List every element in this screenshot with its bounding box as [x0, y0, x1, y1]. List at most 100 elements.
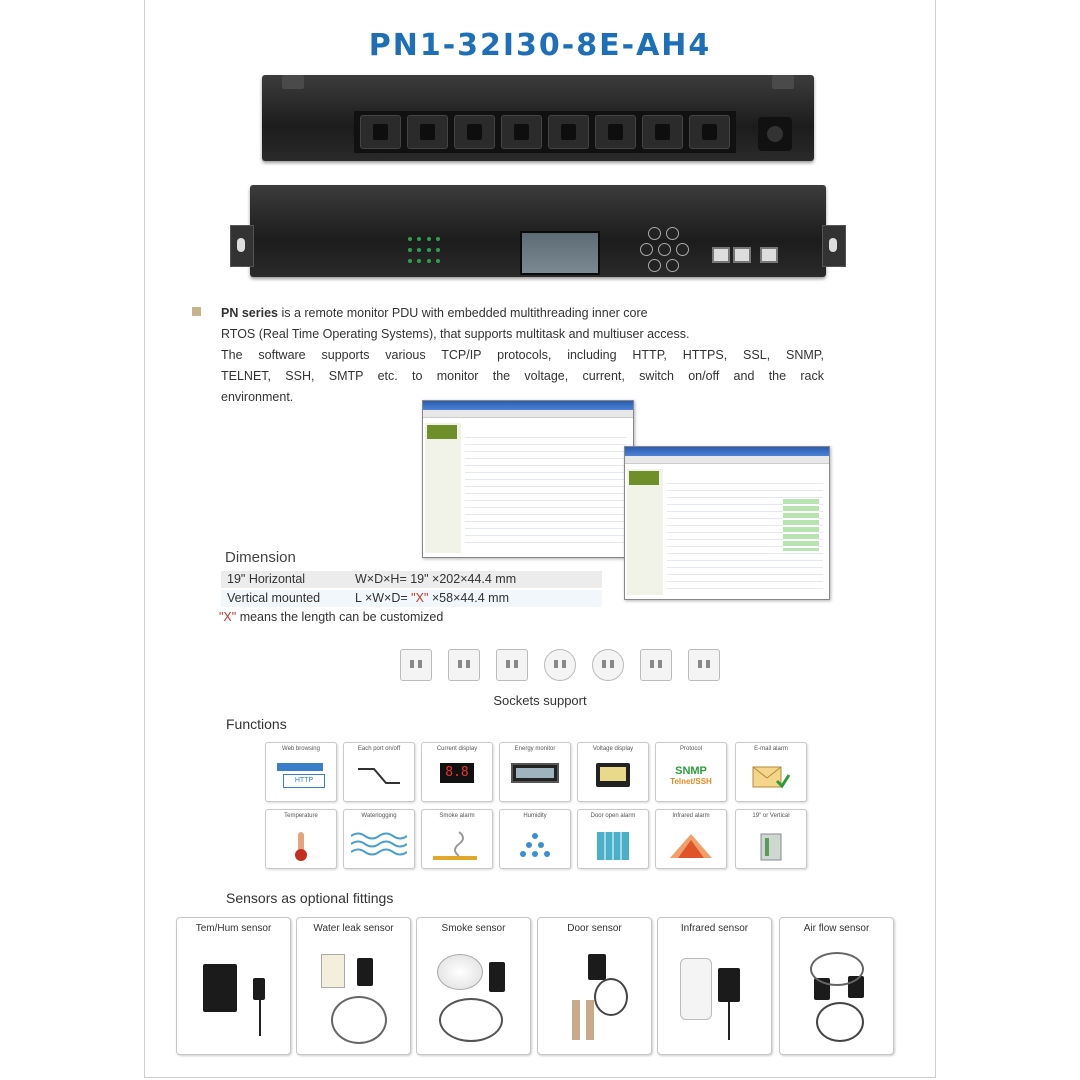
dimension-row: Vertical mounted L ×W×D= "X" ×58×44.4 mm: [221, 590, 602, 607]
cable-icon: [439, 998, 503, 1042]
smoke-icon: [433, 831, 477, 860]
function-temperature: Temperature: [265, 809, 337, 869]
outlet: [642, 115, 683, 149]
status-leds: [408, 237, 442, 267]
function-email-alarm: E-mail alarm: [735, 742, 807, 802]
sensor-infrared: Infrared sensor: [657, 917, 772, 1055]
function-port-switch: Each port on/off: [343, 742, 415, 802]
socket-french-icon: [592, 649, 624, 681]
socket-c19-icon: [448, 649, 480, 681]
function-mounting: 19" or Vertical: [735, 809, 807, 869]
sensor-water-leak: Water leak sensor: [296, 917, 411, 1055]
function-humidity: Humidity: [499, 809, 571, 869]
mount-ear: [772, 75, 794, 89]
bullet-icon: [192, 307, 201, 316]
pdu-rear-photo: [262, 75, 814, 161]
cable-icon: [816, 1002, 864, 1042]
function-protocol: Protocol SNMP Telnet/SSH: [655, 742, 727, 802]
thermometer-icon: [295, 832, 307, 861]
function-smoke-alarm: Smoke alarm: [421, 809, 493, 869]
desc-line-4: TELNET, SSH, SMTP etc. to monitor the vo…: [221, 369, 824, 383]
outlet: [501, 115, 542, 149]
sensor-tem-hum: Tem/Hum sensor: [176, 917, 291, 1055]
dimension-value: W×D×H= 19" ×202×44.4 mm: [355, 572, 517, 586]
sensor-body: [718, 968, 740, 1002]
sensor-smoke: Smoke sensor: [416, 917, 531, 1055]
desc-line-3: The software supports various TCP/IP pro…: [221, 348, 824, 362]
outlet: [689, 115, 730, 149]
lcd-icon: [596, 763, 630, 787]
dimension-note: "X" means the length can be customized: [219, 610, 444, 624]
function-current-display: Current display 8.8: [421, 742, 493, 802]
function-web-browsing: Web browsing HTTP: [265, 742, 337, 802]
mount-ear: [282, 75, 304, 89]
dimension-heading: Dimension: [225, 549, 296, 566]
network-ports: [712, 247, 778, 263]
http-icon: HTTP: [277, 763, 325, 788]
envelope-icon: [752, 766, 791, 789]
product-title: PN1-32I30-8E-AH4: [368, 28, 712, 63]
desc-line-1: PN series is a remote monitor PDU with e…: [221, 306, 648, 320]
cable-icon: [331, 996, 387, 1044]
function-door-alarm: Door open alarm: [577, 809, 649, 869]
sensor-air-flow: Air flow sensor: [779, 917, 894, 1055]
function-waterlogging: Waterlogging: [343, 809, 415, 869]
software-screenshot: [422, 400, 634, 558]
sensor-probe: [253, 978, 265, 1000]
switch-icon: [358, 768, 400, 784]
desc-line-2: RTOS (Real Time Operating Systems), that…: [221, 327, 690, 341]
keypad: [640, 227, 689, 272]
socket-au-icon: [688, 649, 720, 681]
series-name: PN series: [221, 306, 278, 320]
infrared-icon: [670, 834, 712, 858]
socket-uk-icon: [496, 649, 528, 681]
rack-icon: [760, 833, 782, 861]
rack-bracket: [822, 225, 846, 267]
sensor-door: Door sensor: [537, 917, 652, 1055]
sensor-probe: [357, 958, 373, 986]
outlet: [360, 115, 401, 149]
pdu-front-photo: [230, 185, 846, 277]
door-icon: [597, 832, 629, 860]
digit-display-icon: 8.8: [440, 763, 474, 783]
socket-us-icon: [640, 649, 672, 681]
protocol-icon: SNMP Telnet/SSH: [670, 765, 712, 786]
door-contact: [572, 1000, 580, 1040]
power-inlet: [758, 117, 792, 151]
software-screenshot: [624, 446, 830, 600]
outlet-strip: [354, 111, 736, 153]
outlet: [454, 115, 495, 149]
door-contact: [586, 1000, 594, 1040]
lcd-display: [520, 231, 600, 275]
function-energy-monitor: Energy monitor: [499, 742, 571, 802]
water-waves-icon: [351, 832, 407, 856]
product-description: PN series is a remote monitor PDU with e…: [221, 303, 824, 408]
cable-icon: [594, 978, 628, 1016]
meter-icon: [511, 763, 559, 783]
sensor-body: [321, 954, 345, 988]
socket-types: [400, 649, 720, 681]
pir-detector: [680, 958, 712, 1020]
sensors-heading: Sensors as optional fittings: [226, 890, 394, 906]
cable-icon: [810, 952, 864, 986]
outlet: [548, 115, 589, 149]
smoke-detector: [437, 954, 483, 990]
socket-schuko-icon: [544, 649, 576, 681]
dimension-label: Vertical mounted: [227, 591, 321, 605]
function-infrared-alarm: Infrared alarm: [655, 809, 727, 869]
outlet: [407, 115, 448, 149]
dimension-row: 19" Horizontal W×D×H= 19" ×202×44.4 mm: [221, 571, 602, 588]
functions-heading: Functions: [226, 716, 287, 732]
sensor-body: [203, 964, 237, 1012]
rack-bracket: [230, 225, 254, 267]
socket-c13-icon: [400, 649, 432, 681]
outlet: [595, 115, 636, 149]
function-voltage-display: Voltage display: [577, 742, 649, 802]
sensor-probe: [489, 962, 505, 992]
sockets-label: Sockets support: [493, 693, 587, 708]
sensor-body: [588, 954, 606, 980]
desc-line-5: environment.: [221, 390, 294, 404]
dimension-value: L ×W×D= "X" ×58×44.4 mm: [355, 591, 509, 605]
dimension-label: 19" Horizontal: [227, 572, 306, 586]
droplets-icon: [520, 833, 550, 857]
